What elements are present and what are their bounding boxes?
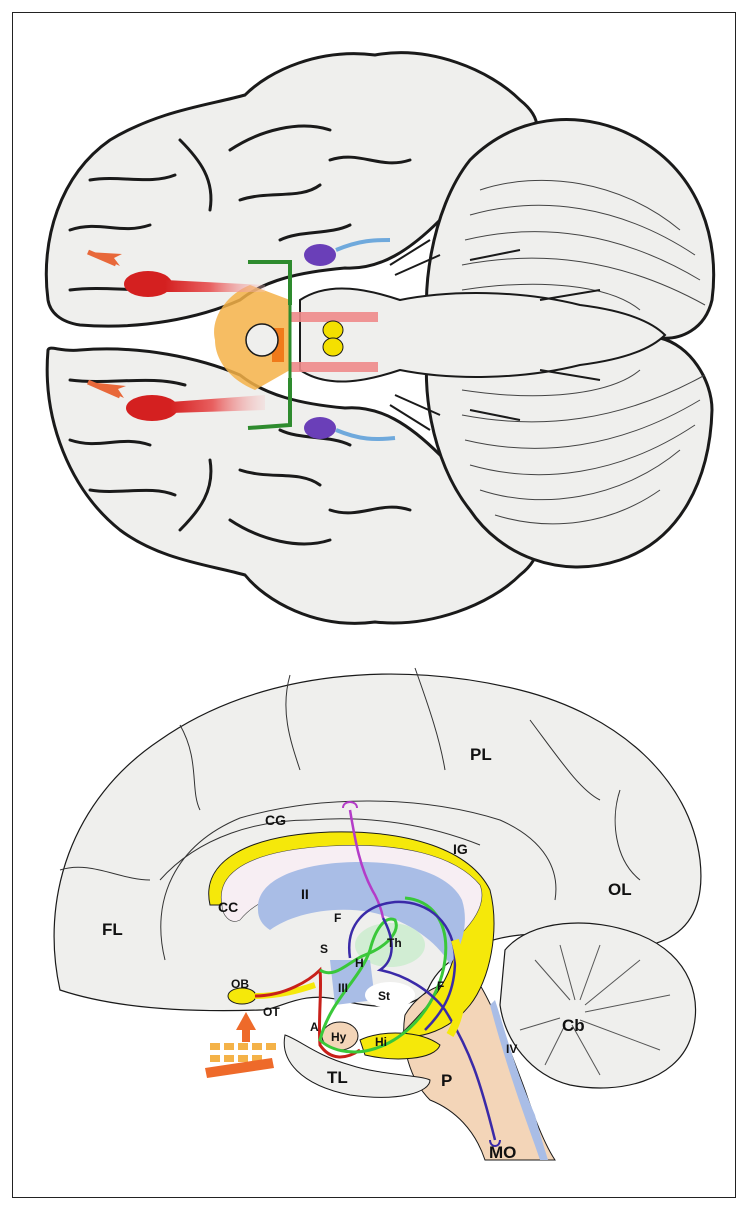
label-ot: OT [263, 1005, 280, 1019]
fornix-column [446, 938, 466, 1038]
label-pl: PL [470, 745, 492, 764]
label-cg: CG [265, 812, 286, 828]
thalamus [355, 923, 425, 967]
label-ol: OL [608, 880, 632, 899]
label-ii: II [301, 886, 309, 902]
label-mo: MO [489, 1143, 516, 1162]
ventral-cranial-nerves [389, 239, 601, 431]
label-ig: IG [453, 841, 468, 857]
label-st: St [378, 989, 390, 1003]
arrows-ventral [86, 249, 126, 399]
label-f-right: F [437, 979, 444, 993]
pathway-origin-icon [342, 801, 358, 809]
up-arrow-icon [236, 1012, 256, 1030]
purple-pathway [348, 809, 385, 919]
sagittal-folia [519, 944, 671, 1076]
label-a: A [310, 1020, 319, 1034]
ventral-brainstem [299, 287, 667, 383]
temporal-lobe [283, 1034, 431, 1098]
label-p: P [441, 1071, 452, 1090]
navy-arch [347, 900, 457, 1031]
navy-pathway [376, 917, 497, 1141]
olfactory-tract-upper [165, 280, 265, 292]
label-ob: OB [231, 977, 249, 991]
sagittal-cerebellum [499, 922, 697, 1089]
label-cb: Cb [562, 1016, 585, 1035]
red-pathway [254, 966, 361, 1059]
label-th: Th [387, 936, 402, 950]
blue-tract-upper [335, 238, 391, 252]
blue-tract-lower [335, 428, 396, 441]
label-s: S [320, 942, 328, 956]
olfactory-tract-lower [170, 395, 265, 413]
label-tl: TL [327, 1068, 348, 1087]
label-iv: IV [506, 1042, 517, 1056]
pink-band-lower [290, 362, 378, 372]
epithelium-bar [205, 1058, 274, 1078]
label-f-upper: F [334, 911, 341, 925]
olfactory-bulb-lower [126, 395, 178, 421]
cingulate-contour [160, 800, 557, 961]
olfactory-bulbs [124, 271, 265, 421]
green-pathway [318, 896, 448, 1054]
label-iii: III [338, 981, 348, 995]
hippocampus [359, 1032, 441, 1060]
pink-band-upper [290, 312, 378, 322]
lateral-ventricle [257, 862, 465, 965]
green-tract-upper [248, 260, 292, 305]
olfactory-epithelium [205, 1012, 276, 1078]
cerebellar-folia [461, 179, 706, 525]
label-hy: Hy [331, 1030, 347, 1044]
yellow-body-upper [322, 320, 344, 340]
purple-body-lower [304, 417, 336, 439]
chiasm-circle [245, 323, 279, 357]
yellow-body-lower [322, 337, 344, 357]
purple-body-upper [304, 244, 336, 266]
stria-region [365, 982, 415, 1008]
ventral-brain-view [44, 51, 716, 625]
green-tract-lower [247, 378, 292, 430]
pathway-terminal-icon [489, 1139, 501, 1147]
sagittal-labels: PL CG IG OL FL CC II F Th S H F III St O… [102, 745, 632, 1162]
label-cc: CC [218, 899, 238, 915]
sagittal-brain-view [53, 667, 702, 1161]
olfactory-bulb-upper [124, 271, 172, 297]
label-hi: Hi [375, 1035, 387, 1049]
fourth-ventricle [490, 1000, 548, 1160]
label-fl: FL [102, 920, 123, 939]
sagittal-sulci [59, 667, 641, 881]
label-h: H [355, 956, 364, 970]
